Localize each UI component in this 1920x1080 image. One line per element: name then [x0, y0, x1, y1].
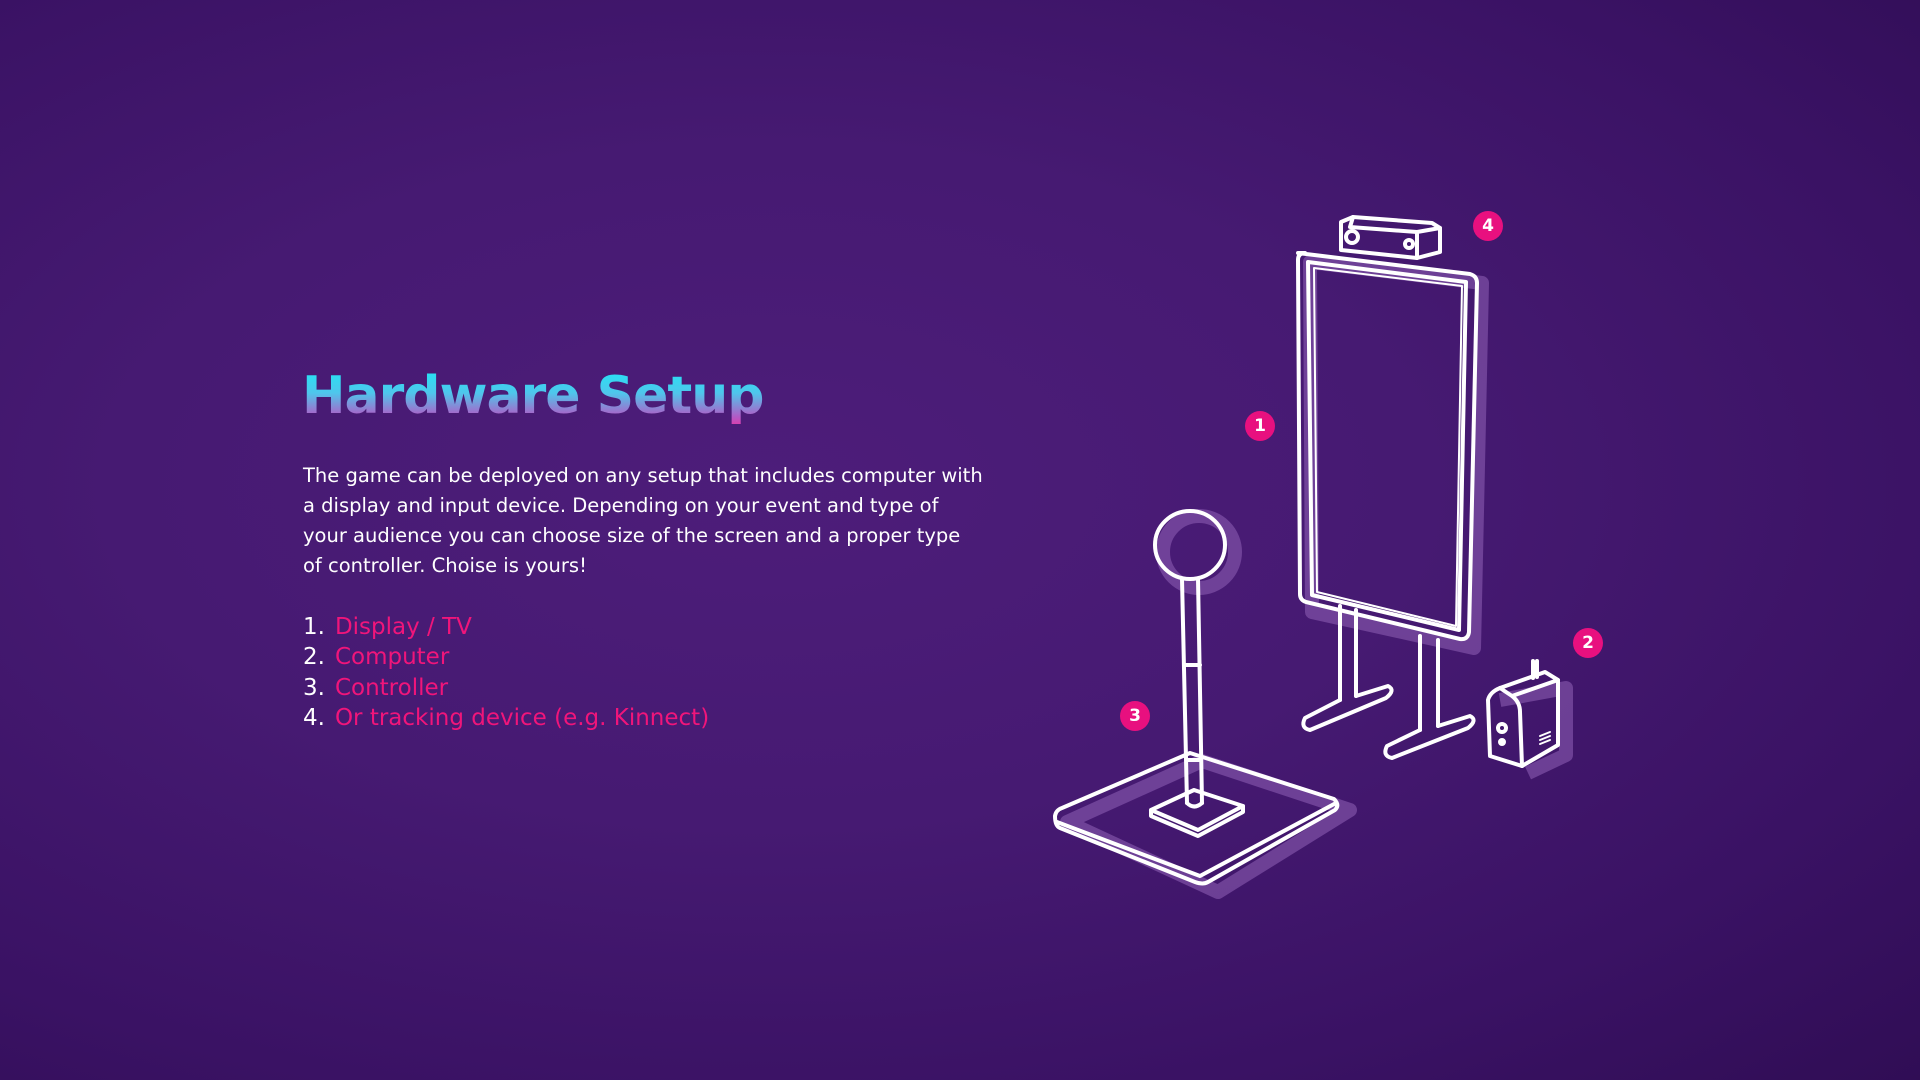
- badge-1: 1: [1245, 411, 1275, 441]
- item-label: Computer: [334, 644, 450, 671]
- item-label: Or tracking device (e.g. Kinnect): [334, 704, 710, 731]
- item-number: 4.: [303, 704, 325, 731]
- svg-text:3: 3: [1129, 706, 1141, 726]
- page-title: Hardware Setup: [302, 366, 764, 426]
- svg-text:1: 1: [1254, 416, 1266, 436]
- list-item: 4. Or tracking device (e.g. Kinnect): [303, 703, 709, 733]
- list-item: 2. Computer: [303, 642, 709, 672]
- controller-icon: [1053, 509, 1340, 886]
- item-number: 3.: [303, 674, 325, 701]
- svg-text:4: 4: [1482, 216, 1494, 236]
- list-item: 1. Display / TV: [303, 612, 709, 642]
- item-number: 1.: [303, 614, 325, 640]
- tracking-device-icon: [1339, 215, 1442, 260]
- description: The game can be deployed on any setup th…: [303, 464, 983, 577]
- computer-icon: [1486, 659, 1560, 768]
- item-label: Controller: [334, 674, 449, 701]
- item-label: Display / TV: [334, 614, 472, 640]
- list-item: 3. Controller: [303, 673, 709, 703]
- svg-text:2: 2: [1582, 633, 1594, 653]
- hardware-list: 1. Display / TV 2. Computer 3. Controller 4…: [303, 612, 709, 733]
- item-number: 2.: [303, 644, 325, 671]
- badge-4: 4: [1473, 211, 1503, 241]
- badge-3: 3: [1120, 701, 1150, 731]
- badge-2: 2: [1573, 628, 1603, 658]
- display-icon: [1296, 215, 1479, 760]
